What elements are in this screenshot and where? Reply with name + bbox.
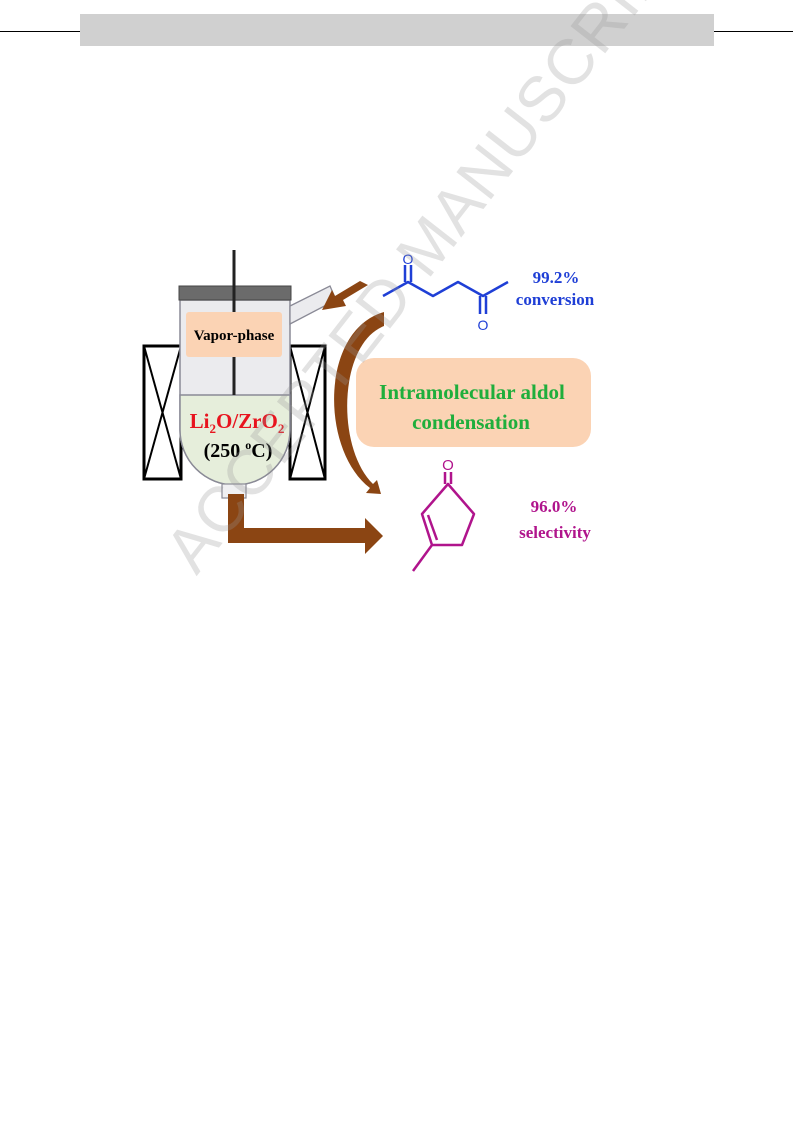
outlet-arrow: [228, 494, 383, 554]
conversion-label: conversion: [516, 290, 595, 309]
selectivity-value: 96.0%: [531, 497, 578, 516]
conversion-value: 99.2%: [533, 268, 580, 287]
process-line-1: Intramolecular aldol: [379, 380, 565, 404]
vapor-phase-box: [186, 312, 282, 357]
reactant-oxygen-bottom: O: [478, 317, 489, 333]
process-box: [356, 358, 591, 447]
temperature-label: (250 oC): [204, 438, 273, 462]
reactant-oxygen-top: O: [403, 251, 414, 267]
selectivity-label: selectivity: [519, 523, 591, 542]
process-line-2: condensation: [412, 410, 530, 434]
feed-arrow: [322, 281, 368, 310]
reaction-curved-arrow: [334, 312, 384, 494]
heater-jacket-left: [142, 344, 183, 481]
catalyst-label: Li2O/ZrO2: [190, 409, 285, 436]
product-oxygen: O: [442, 457, 454, 474]
heater-jacket-right: [288, 344, 327, 481]
reactant-molecule: [382, 265, 509, 314]
header-band: [80, 14, 714, 46]
product-molecule: [411, 472, 476, 572]
header-rule-left: [0, 31, 80, 32]
header-rule-right: [714, 31, 793, 32]
vapor-phase-label: Vapor-phase: [194, 328, 275, 344]
